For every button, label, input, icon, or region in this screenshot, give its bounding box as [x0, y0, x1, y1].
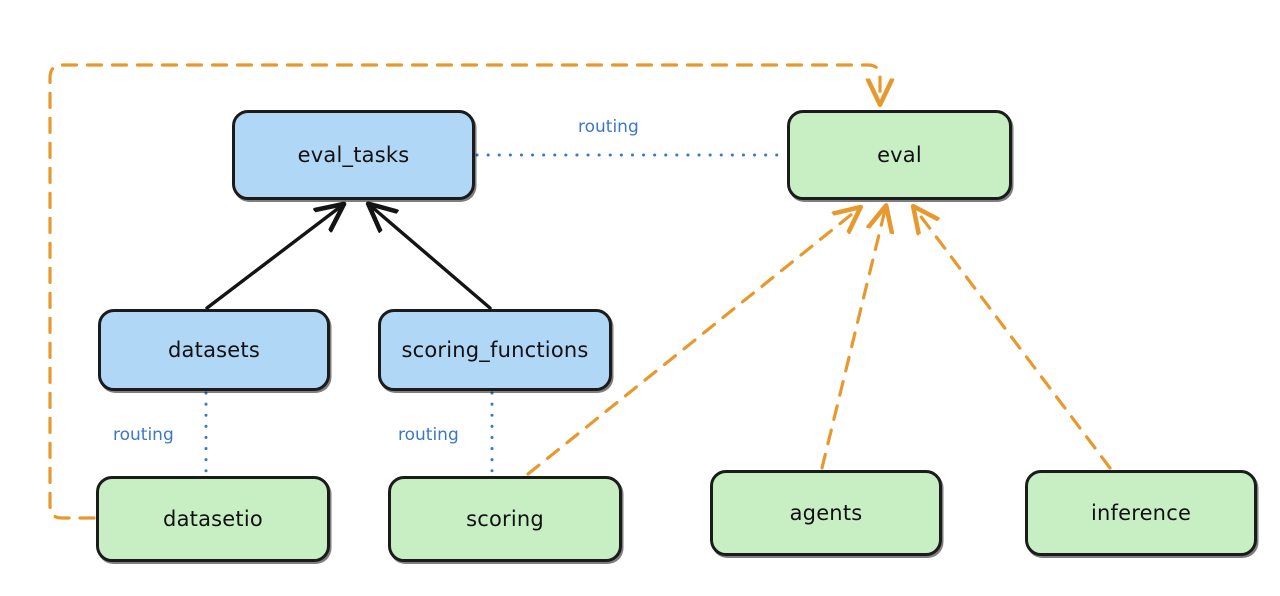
edge-agents-to-eval: [820, 210, 885, 470]
node-inference[interactable]: inference: [1025, 470, 1257, 556]
edge-label-routing-datasets-datasetio: routing: [113, 425, 174, 445]
node-eval-tasks[interactable]: eval_tasks: [232, 110, 475, 200]
edge-scoring-to-eval: [526, 210, 857, 476]
node-label: datasets: [168, 338, 260, 362]
node-scoring[interactable]: scoring: [388, 476, 622, 562]
edge-inference-to-eval: [916, 210, 1112, 470]
node-label: eval_tasks: [297, 143, 410, 167]
node-eval[interactable]: eval: [787, 110, 1012, 200]
node-label: scoring: [466, 507, 544, 531]
node-scoring-functions[interactable]: scoring_functions: [378, 309, 612, 391]
node-label: scoring_functions: [401, 338, 589, 362]
node-label: agents: [789, 501, 863, 525]
edge-scoring-functions-to-eval-tasks: [372, 207, 492, 310]
edge-datasetio-to-eval: [48, 63, 880, 520]
edge-label-routing-scoring-functions-scoring: routing: [398, 425, 459, 445]
node-datasetio[interactable]: datasetio: [96, 476, 330, 562]
node-agents[interactable]: agents: [710, 470, 942, 556]
node-datasets[interactable]: datasets: [98, 309, 330, 391]
edge-label-routing-eval-tasks-eval: routing: [578, 117, 639, 137]
edge-datasets-to-eval-tasks: [205, 207, 340, 310]
node-label: datasetio: [163, 507, 263, 531]
node-label: eval: [877, 143, 922, 167]
node-label: inference: [1090, 501, 1192, 525]
